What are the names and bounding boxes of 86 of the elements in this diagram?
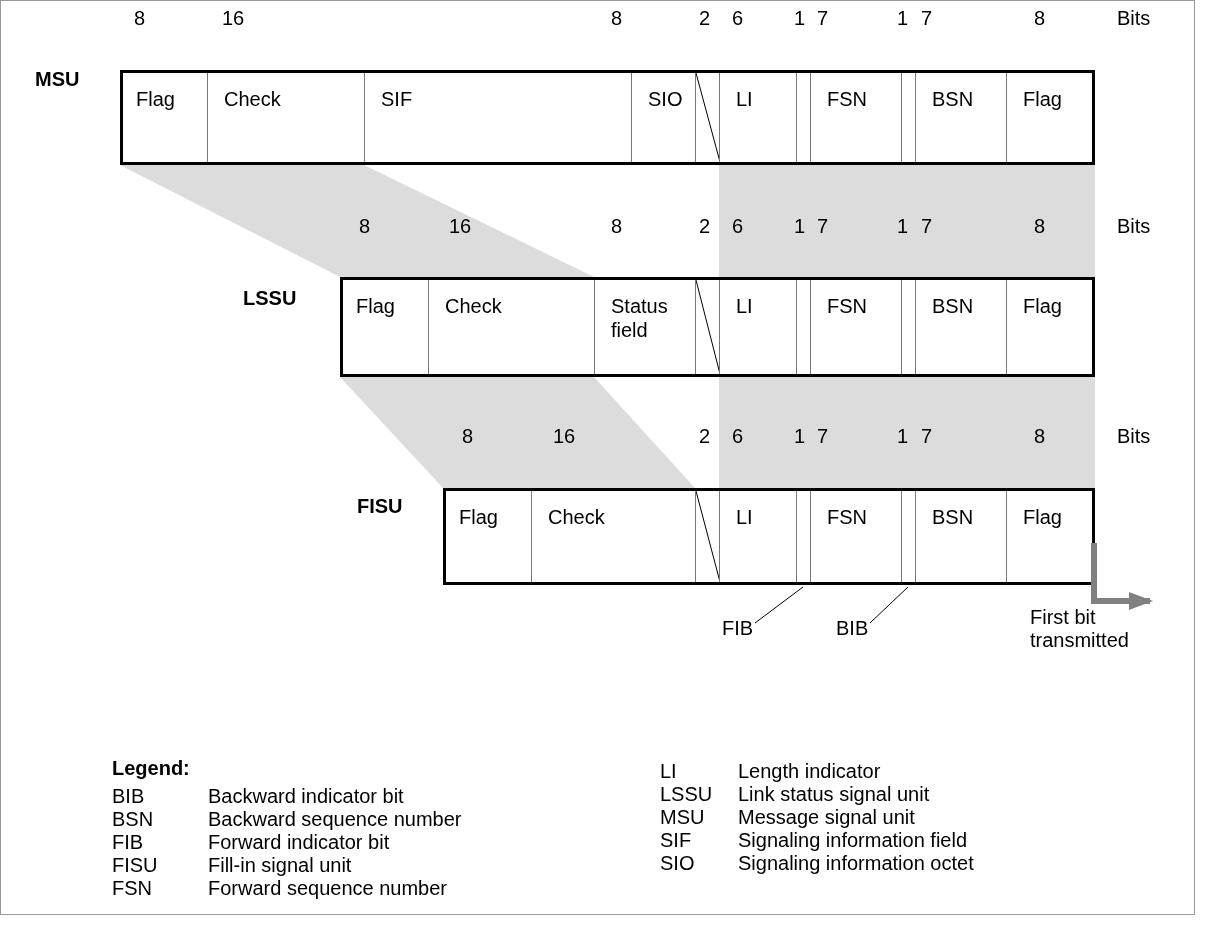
legend-abbreviation: FSN xyxy=(112,877,152,899)
bit-count: 1 xyxy=(897,7,909,29)
field-cell: Check xyxy=(531,491,695,582)
bit-count: 8 xyxy=(462,425,474,447)
unit-label: Bits xyxy=(1117,7,1151,29)
bit-count: 7 xyxy=(921,7,933,29)
field-cell: Status field xyxy=(594,280,695,374)
indicator-label: FIB xyxy=(722,617,754,639)
legend-abbreviation: BIB xyxy=(112,785,145,807)
bit-count: 2 xyxy=(699,215,711,237)
field-cell: Flag xyxy=(120,73,207,162)
bit-count: 6 xyxy=(732,215,744,237)
bit-count: 7 xyxy=(817,7,829,29)
legend-definition: Backward sequence number xyxy=(208,808,462,830)
legend-definition: Signaling information field xyxy=(738,829,968,851)
legend-abbreviation: LI xyxy=(660,760,677,782)
legend-definition: Forward indicator bit xyxy=(208,831,390,853)
arrow-caption: First bit transmitted xyxy=(1030,606,1130,652)
arrow xyxy=(1091,543,1153,610)
field-cell: LI xyxy=(719,491,796,582)
field-cell: FSN xyxy=(810,280,901,374)
bit-count: 8 xyxy=(1034,215,1046,237)
field-cell: FSN xyxy=(810,491,901,582)
bit-count: 8 xyxy=(1034,7,1046,29)
bit-count: 7 xyxy=(921,425,933,447)
bit-count: 1 xyxy=(897,215,909,237)
field-cell: SIF xyxy=(364,73,631,162)
legend-abbreviation: LSSU xyxy=(660,783,713,805)
field-cell: BSN xyxy=(915,491,1006,582)
bit-count: 1 xyxy=(794,425,806,447)
bit-count: 8 xyxy=(359,215,371,237)
unit-name: FISU xyxy=(357,495,403,517)
bit-count: 6 xyxy=(732,425,744,447)
field-cell: SIO xyxy=(631,73,695,162)
spare-bits-cell xyxy=(695,280,719,374)
leader-line xyxy=(754,586,804,624)
legend-abbreviation: BSN xyxy=(112,808,154,830)
bit-count: 7 xyxy=(817,425,829,447)
legend-definition: Fill-in signal unit xyxy=(208,854,352,876)
legend-heading: Legend: xyxy=(112,757,190,779)
legend-abbreviation: SIF xyxy=(660,829,692,851)
unit-label: Bits xyxy=(1117,215,1151,237)
spare-bits-cell xyxy=(695,491,719,582)
legend-definition: Backward indicator bit xyxy=(208,785,404,807)
bit-count: 6 xyxy=(732,7,744,29)
bit-count: 16 xyxy=(449,215,472,237)
field-cell: Check xyxy=(428,280,594,374)
unit-name: MSU xyxy=(35,68,80,90)
legend-definition: Message signal unit xyxy=(738,806,915,828)
bit-count: 2 xyxy=(699,7,711,29)
bit-count: 16 xyxy=(553,425,576,447)
indicator-label: BIB xyxy=(836,617,869,639)
field-cell: Check xyxy=(207,73,364,162)
field-cell: Flag xyxy=(1006,280,1095,374)
bit-count: 7 xyxy=(817,215,829,237)
bit-count: 8 xyxy=(1034,425,1046,447)
legend-definition: Forward sequence number xyxy=(208,877,447,899)
bit-count: 2 xyxy=(699,425,711,447)
bit-count: 16 xyxy=(222,7,245,29)
field-cell: BSN xyxy=(915,73,1006,162)
bit-count: 1 xyxy=(794,7,806,29)
bit-count: 1 xyxy=(897,425,909,447)
legend-abbreviation: SIO xyxy=(660,852,695,874)
field-cell: Flag xyxy=(1006,491,1095,582)
legend-abbreviation: FISU xyxy=(112,854,158,876)
bit-count: 8 xyxy=(611,215,623,237)
unit-name: LSSU xyxy=(243,287,297,309)
bit-count: 8 xyxy=(611,7,623,29)
field-cell: Flag xyxy=(340,280,428,374)
field-cell: Flag xyxy=(1006,73,1095,162)
legend-abbreviation: MSU xyxy=(660,806,705,828)
unit-label: Bits xyxy=(1117,425,1151,447)
bit-count: 8 xyxy=(134,7,146,29)
legend-definition: Link status signal unit xyxy=(738,783,930,805)
legend-definition: Length indicator xyxy=(738,760,881,782)
bit-count: 1 xyxy=(794,215,806,237)
field-cell: LI xyxy=(719,73,796,162)
legend-definition: Signaling information octet xyxy=(738,852,974,874)
leader-line xyxy=(869,586,909,624)
field-cell: FSN xyxy=(810,73,901,162)
spare-bits-cell xyxy=(695,73,719,162)
bit-count: 7 xyxy=(921,215,933,237)
field-cell: BSN xyxy=(915,280,1006,374)
field-cell: Flag xyxy=(443,491,531,582)
legend-abbreviation: FIB xyxy=(112,831,144,853)
field-cell: LI xyxy=(719,280,796,374)
